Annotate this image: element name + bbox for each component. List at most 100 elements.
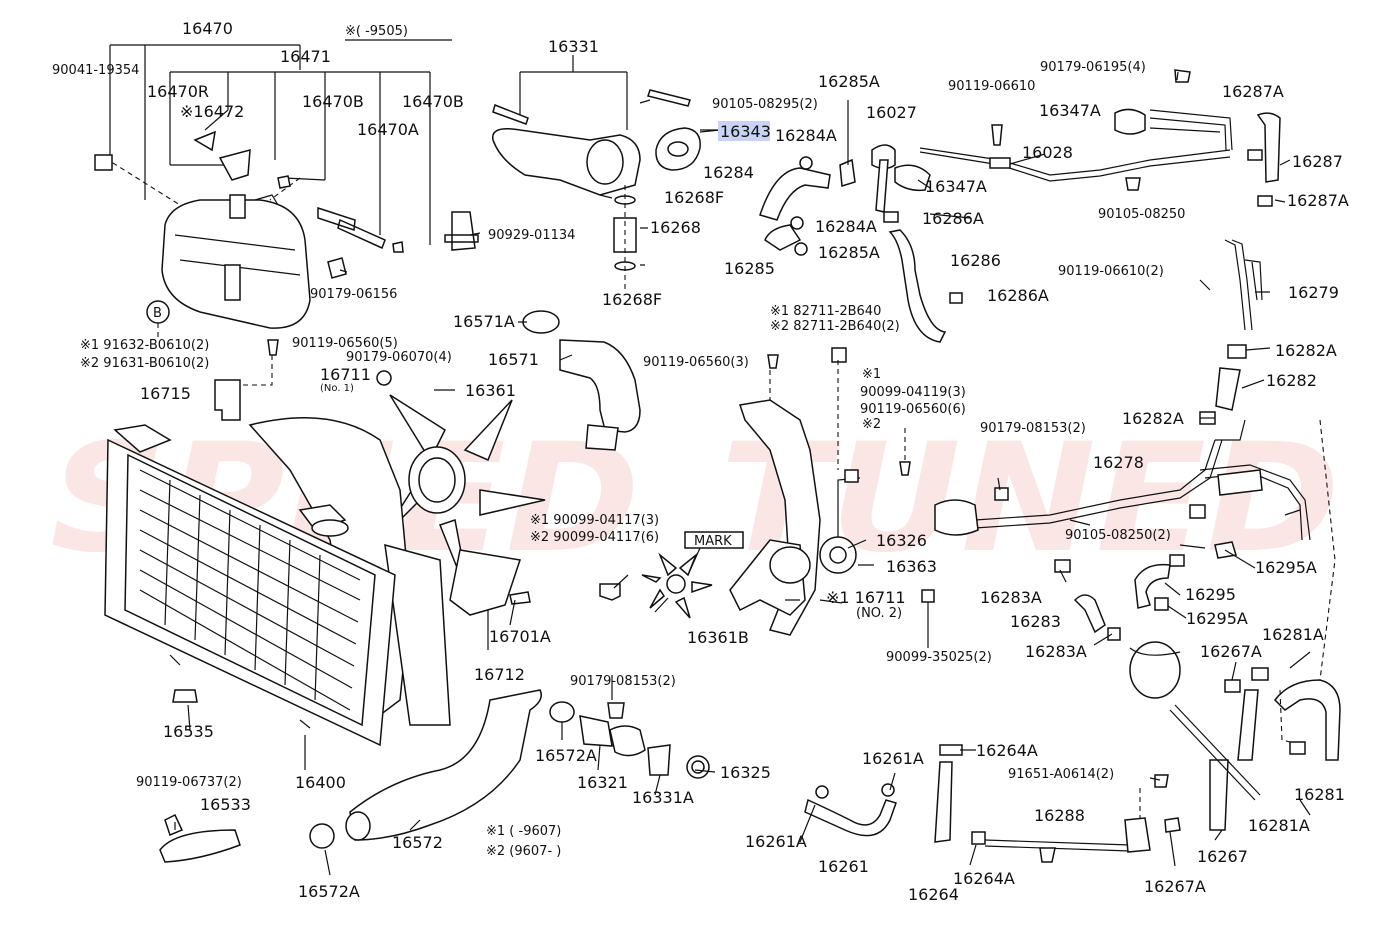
label-16295a-1: 16295A: [1255, 558, 1317, 577]
label-90119-06737: 90119-06737(2): [136, 775, 242, 790]
label-16283a-1: 16283A: [980, 588, 1042, 607]
lower-hose-group: [309, 689, 710, 849]
label-91632: ※1 91632-B0610(2): [80, 338, 209, 353]
label-90099-35025: 90099-35025(2): [886, 650, 992, 665]
label-16470b-2: 16470B: [402, 92, 464, 111]
label-16712: 16712: [474, 665, 525, 684]
label-16288: 16288: [1034, 806, 1085, 825]
label-16470: 16470: [182, 19, 233, 38]
label-16343: 16343: [720, 122, 771, 141]
label-16331a: 16331A: [632, 788, 694, 807]
label-16347a-2: 16347A: [1039, 101, 1101, 120]
label-16267a-2: 16267A: [1144, 877, 1206, 896]
label-16470a: 16470A: [357, 120, 419, 139]
label-16281a-1: 16281A: [1262, 625, 1324, 644]
label-90119-06560-5: 90119-06560(5): [292, 336, 398, 351]
label-mark: MARK: [694, 534, 732, 549]
part-labels: 16470 16471 90041-19354 16470R ※16472 16…: [52, 19, 1349, 904]
label-91651: 91651-A0614(2): [1008, 767, 1114, 782]
reservoir-group: [94, 44, 431, 421]
label-16285a-2: 16285A: [818, 243, 880, 262]
note-top: ※( -9505): [345, 24, 408, 39]
mark-box: [684, 531, 744, 549]
label-90105-08295: 90105-08295(2): [712, 97, 818, 112]
label-16285a-1: 16285A: [818, 72, 880, 91]
label-90099-04117-3: ※1 90099-04117(3): [530, 513, 659, 528]
label-16711-sub: (No. 1): [320, 383, 354, 394]
label-16282a-1: 16282A: [1275, 341, 1337, 360]
label-16347a-1: 16347A: [925, 177, 987, 196]
label-16284: 16284: [703, 163, 754, 182]
label-16264a-1: 16264A: [976, 741, 1038, 760]
label-90179-06070: 90179-06070(4): [346, 350, 452, 365]
label-90119-06610: 90119-06610: [948, 79, 1035, 94]
label-16284a-1: 16284A: [775, 126, 837, 145]
label-16261a-1: 16261A: [862, 749, 924, 768]
label-16267: 16267: [1197, 847, 1248, 866]
label-16027: 16027: [866, 103, 917, 122]
label-16331: 16331: [548, 37, 599, 56]
label-16571a: 16571A: [453, 312, 515, 331]
label-90119-06610-2: 90119-06610(2): [1058, 264, 1164, 279]
label-90099-04119: 90099-04119(3): [860, 385, 966, 400]
label-16264: 16264: [908, 885, 959, 904]
label-16282: 16282: [1266, 371, 1317, 390]
label-16533: 16533: [200, 795, 251, 814]
label-16028: 16028: [1022, 143, 1073, 162]
label-90099-04117-6: ※2 90099-04117(6): [530, 530, 659, 545]
label-16701a: 16701A: [489, 627, 551, 646]
label-16711-no2: ※1 16711: [826, 588, 906, 607]
label-16470b-1: 16470B: [302, 92, 364, 111]
label-16283a-2: 16283A: [1025, 642, 1087, 661]
label-16711-no2-sub: (NO. 2): [856, 606, 902, 621]
label-16279: 16279: [1288, 283, 1339, 302]
label-16285: 16285: [724, 259, 775, 278]
label-16286a-1: 16286A: [922, 209, 984, 228]
label-16283: 16283: [1010, 612, 1061, 631]
label-16321: 16321: [577, 773, 628, 792]
label-16400: 16400: [295, 773, 346, 792]
label-16325: 16325: [720, 763, 771, 782]
label-16572: 16572: [392, 833, 443, 852]
label-16326: 16326: [876, 531, 927, 550]
label-16572a-1: 16572A: [535, 746, 597, 765]
label-90929-01134: 90929-01134: [488, 228, 575, 243]
label-16471: 16471: [280, 47, 331, 66]
label-16267a-1: 16267A: [1200, 642, 1262, 661]
upper-right-hose-group: [759, 69, 1281, 343]
note-b2: ※2 (9607- ): [486, 844, 561, 859]
right-middle-pipe-group: [934, 239, 1311, 699]
label-16281: 16281: [1294, 785, 1345, 804]
label-16268: 16268: [650, 218, 701, 237]
label-16535: 16535: [163, 722, 214, 741]
leader-lines: [174, 71, 1311, 876]
label-16282a-2: 16282A: [1122, 409, 1184, 428]
label-16287a-1: 16287A: [1222, 82, 1284, 101]
water-outlet-group: [444, 55, 718, 290]
label-16286: 16286: [950, 251, 1001, 270]
label-16470r: 16470R: [147, 82, 209, 101]
label-90179-06195: 90179-06195(4): [1040, 60, 1146, 75]
label-90179-08153-a: 90179-08153(2): [570, 674, 676, 689]
label-16264a-2: 16264A: [953, 869, 1015, 888]
label-16268f-1: 16268F: [664, 188, 724, 207]
label-90105-08250-b: 90105-08250(2): [1065, 528, 1171, 543]
label-16361b: 16361B: [687, 628, 749, 647]
label-16295a-2: 16295A: [1186, 609, 1248, 628]
label-82711-1: ※1 82711-2B640: [770, 304, 881, 319]
label-circle-b: B: [153, 306, 162, 321]
label-16284a-2: 16284A: [815, 217, 877, 236]
label-90119-06560-6: 90119-06560(6): [860, 402, 966, 417]
label-90105-08250-a: 90105-08250: [1098, 207, 1185, 222]
label-16281a-2: 16281A: [1248, 816, 1310, 835]
label-16278: 16278: [1093, 453, 1144, 472]
label-16361: 16361: [465, 381, 516, 400]
label-16287a-2: 16287A: [1287, 191, 1349, 210]
label-82711-2: ※2 82711-2B640(2): [770, 319, 900, 334]
label-91631: ※2 91631-B0610(2): [80, 356, 209, 371]
label-16711: 16711: [320, 365, 371, 384]
label-90041-19354: 90041-19354: [52, 63, 139, 78]
label-90119-06560-6-suffix: ※2: [862, 417, 881, 432]
